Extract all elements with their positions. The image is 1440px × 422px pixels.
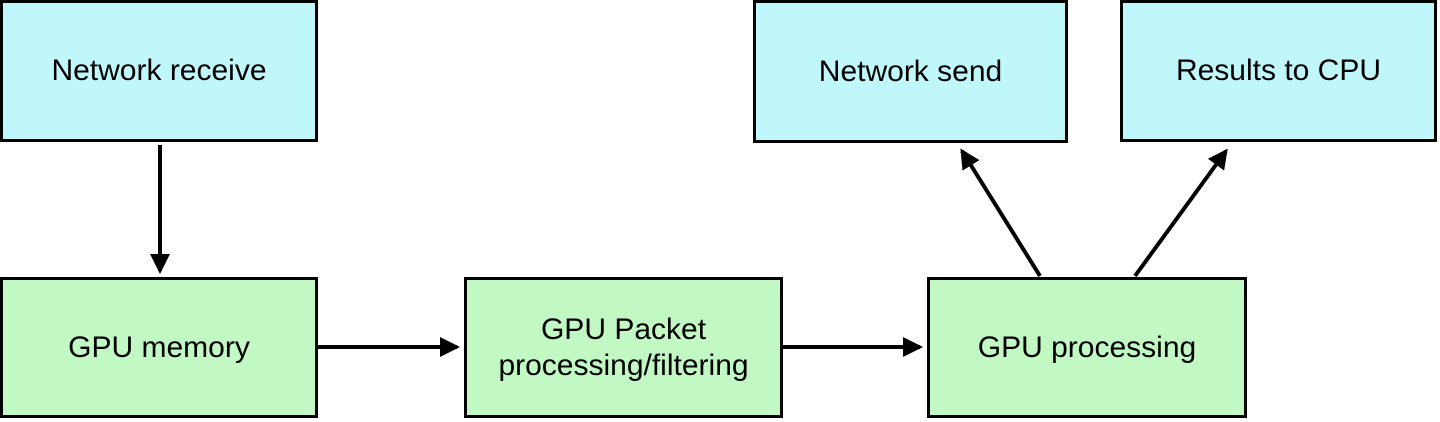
node-gpu-packet-processing: GPU Packet processing/filtering (464, 277, 783, 418)
node-gpu-processing: GPU processing (927, 277, 1247, 418)
node-network-receive: Network receive (0, 0, 318, 142)
node-network-send: Network send (753, 0, 1068, 143)
node-network-send-label: Network send (818, 54, 1003, 88)
arrow-gpu-processing-to-results-to-cpu (1133, 148, 1228, 278)
node-results-to-cpu: Results to CPU (1120, 0, 1437, 142)
node-gpu-processing-label: GPU processing (977, 330, 1197, 364)
node-network-receive-label: Network receive (51, 54, 267, 87)
node-gpu-memory-label: GPU memory (68, 330, 250, 364)
arrow-gpu-processing-to-network-send (960, 148, 1042, 278)
node-gpu-packet-processing-label: GPU Packet processing/filtering (498, 312, 749, 382)
node-results-to-cpu-label: Results to CPU (1175, 54, 1382, 87)
node-gpu-memory: GPU memory (0, 277, 318, 418)
